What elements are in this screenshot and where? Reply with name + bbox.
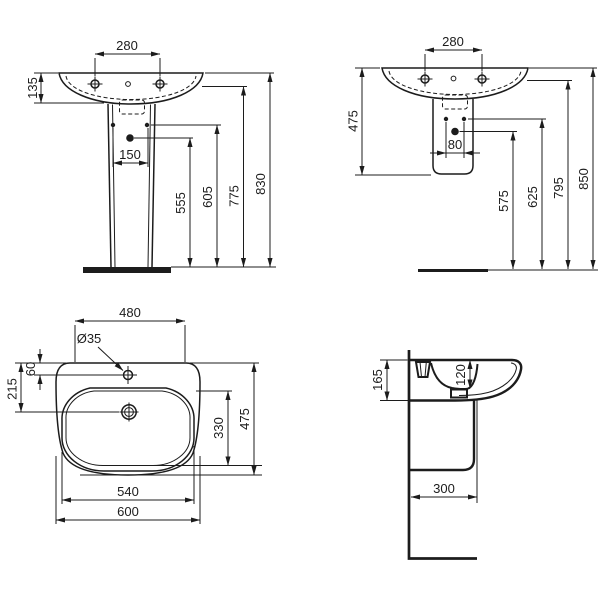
dim-label: 330 bbox=[211, 417, 226, 439]
dim-label: 120 bbox=[453, 364, 468, 386]
dim-label: 555 bbox=[173, 192, 188, 214]
plan-view: 480 Ø35 60 215 330 bbox=[5, 305, 262, 524]
basin-profile bbox=[408, 358, 523, 402]
dim-underside-height: 775 bbox=[202, 86, 247, 268]
dim-fixing-spacing: 150 bbox=[112, 128, 149, 167]
outlet-hole bbox=[451, 127, 459, 136]
dim-tap-spacing: 280 bbox=[424, 34, 483, 71]
dim-label: 795 bbox=[551, 177, 566, 199]
dim-outlet-height: 555 bbox=[134, 137, 193, 268]
front-view-pedestal: 280 135 150 555 605 7 bbox=[25, 38, 276, 273]
dim-rear-width: 480 bbox=[74, 305, 186, 362]
drain-boss bbox=[450, 388, 468, 399]
basin-inner-rim-dashed bbox=[65, 75, 197, 101]
tap-hole-right-icon bbox=[474, 71, 490, 87]
dim-tap-spacing: 280 bbox=[94, 38, 161, 76]
dim-bowl-depth: 120 bbox=[453, 359, 473, 389]
dim-bowl-length: 330 bbox=[152, 390, 262, 466]
drain-icon bbox=[119, 402, 139, 422]
basin-apron-inner-line bbox=[458, 362, 517, 396]
pedestal-base bbox=[83, 267, 171, 273]
semi-pedestal-outline bbox=[432, 99, 474, 175]
dim-drain-offset: 215 bbox=[5, 362, 24, 413]
tap-hole-left-icon bbox=[87, 76, 103, 92]
dim-label: 605 bbox=[200, 186, 215, 208]
dim-label: 625 bbox=[525, 186, 540, 208]
side-view: 300 165 120 bbox=[370, 350, 523, 560]
dim-overall-height: 830 bbox=[205, 72, 274, 268]
dim-label: 135 bbox=[25, 77, 40, 99]
wall-and-floor-line bbox=[407, 350, 477, 560]
dim-overall-width: 600 bbox=[55, 456, 201, 524]
drain-dashed-outline bbox=[442, 94, 468, 110]
dim-underside-height: 795 bbox=[527, 80, 572, 270]
dim-outlet-height: 575 bbox=[459, 131, 517, 270]
overflow-hole-icon bbox=[125, 81, 131, 87]
tap-hole-left-icon bbox=[417, 71, 433, 87]
dim-label: 280 bbox=[442, 34, 464, 49]
dim-label: 830 bbox=[253, 173, 268, 195]
dim-fixing-height: 625 bbox=[468, 118, 546, 270]
dim-label: Ø35 bbox=[77, 331, 102, 346]
pedestal-outline bbox=[83, 103, 171, 273]
dim-label: 80 bbox=[448, 137, 462, 152]
basin-outline bbox=[58, 72, 204, 105]
dim-fixing-spacing: 80 bbox=[430, 122, 480, 158]
drain-dashed-outline bbox=[119, 99, 145, 115]
dim-label: 60 bbox=[23, 362, 38, 376]
overflow-hole-icon bbox=[450, 75, 457, 82]
bowl-inner-outline bbox=[65, 390, 191, 466]
basin-outline bbox=[381, 67, 529, 100]
dim-label: 300 bbox=[433, 481, 455, 496]
tap-hole-section-icon bbox=[414, 361, 432, 378]
fixing-hole-right bbox=[461, 116, 467, 122]
dim-fixing-height: 605 bbox=[151, 124, 221, 268]
front-view-semi-pedestal: 280 475 80 575 625 bbox=[346, 34, 598, 272]
dim-label: 165 bbox=[370, 369, 385, 391]
fixing-hole-left bbox=[443, 116, 449, 122]
fixing-hole-right bbox=[144, 122, 150, 128]
dim-overall-height: 850 bbox=[529, 67, 597, 270]
bowl-outer-outline bbox=[61, 387, 195, 472]
dim-label: 850 bbox=[576, 168, 591, 190]
semi-pedestal-profile bbox=[408, 399, 476, 472]
fixing-hole-left bbox=[110, 122, 116, 128]
basin-inner-rim-dashed bbox=[388, 70, 522, 96]
dim-label: 480 bbox=[119, 305, 141, 320]
dim-label: 775 bbox=[227, 185, 242, 207]
tap-hole-right-icon bbox=[152, 76, 168, 92]
dim-semi-pedestal-height: 475 bbox=[346, 67, 431, 176]
dim-label: 575 bbox=[496, 190, 511, 212]
dim-tap-hole-offset: 60 bbox=[23, 349, 43, 390]
dim-label: 150 bbox=[119, 147, 141, 162]
dim-overall-depth: 475 bbox=[80, 362, 262, 476]
dim-label: 540 bbox=[117, 484, 139, 499]
dim-label: 475 bbox=[237, 408, 252, 430]
dim-label: 475 bbox=[346, 110, 361, 132]
tap-hole-icon bbox=[119, 366, 137, 384]
dim-label: 215 bbox=[5, 378, 20, 400]
dim-projection: 300 bbox=[410, 481, 478, 500]
dim-rear-height: 165 bbox=[370, 359, 452, 401]
dim-rim-height: 135 bbox=[25, 72, 104, 104]
dim-label: 600 bbox=[117, 504, 139, 519]
dim-bowl-width: 540 bbox=[61, 446, 195, 504]
floor-line bbox=[418, 269, 488, 272]
dim-tap-hole-diameter: Ø35 bbox=[77, 331, 124, 371]
outlet-hole bbox=[126, 134, 134, 142]
dim-label: 280 bbox=[116, 38, 138, 53]
